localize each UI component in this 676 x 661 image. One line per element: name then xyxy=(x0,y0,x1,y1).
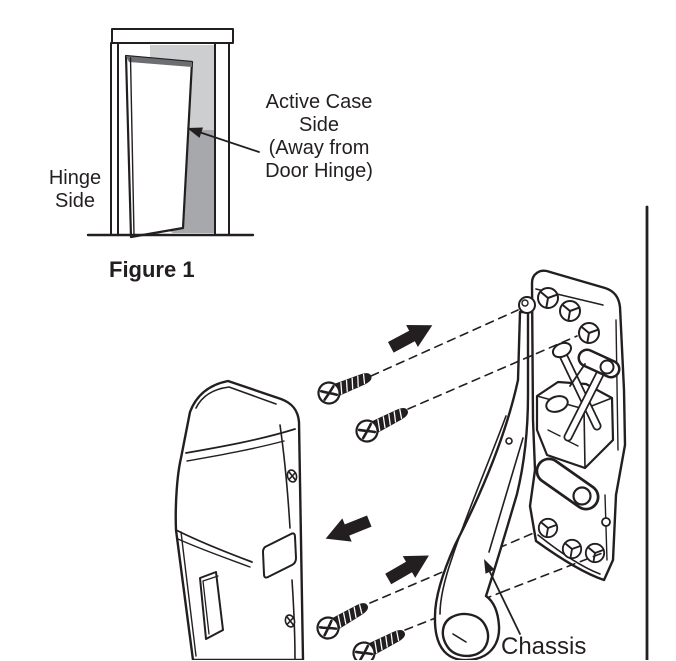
door-panel xyxy=(124,54,194,239)
phillips-screw-icon xyxy=(314,365,376,408)
direction-arrow-icon xyxy=(381,544,436,590)
chassis-pointer-arrow xyxy=(484,559,521,635)
direction-arrow-icon xyxy=(384,314,439,359)
active-case-side-label: Active Case Side (Away from Door Hinge) xyxy=(265,91,373,182)
side-screw-icon xyxy=(284,469,298,628)
active-side-pointer-arrow xyxy=(187,127,260,153)
direction-arrow-icon xyxy=(320,509,374,551)
lock-mechanism xyxy=(505,341,621,511)
figure-caption: Figure 1 xyxy=(109,257,195,282)
direction-arrows xyxy=(320,314,439,590)
lock-body-panel xyxy=(262,532,297,579)
chassis-handle-arm xyxy=(433,310,530,660)
mounting-holes xyxy=(537,287,611,564)
phillips-screw-icon xyxy=(312,595,374,644)
phillips-screw-icon xyxy=(348,621,411,660)
lock-body xyxy=(174,379,305,660)
lock-body-slot xyxy=(199,571,224,640)
chassis-assembly xyxy=(433,269,627,660)
chassis-label: Chassis xyxy=(501,633,587,660)
mounting-screws xyxy=(312,365,414,660)
alignment-dashed-lines-upper xyxy=(370,309,606,593)
door-figure xyxy=(86,28,260,239)
hinge-side-label: Hinge Side xyxy=(48,167,102,212)
phillips-screw-icon xyxy=(351,399,414,447)
